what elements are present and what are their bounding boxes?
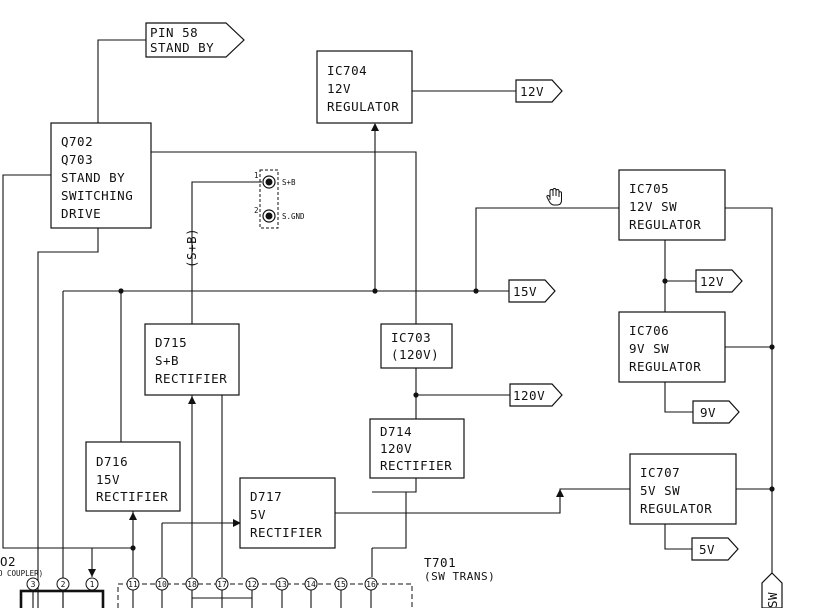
svg-text:2: 2 xyxy=(254,206,259,215)
output-tag-sw: SW xyxy=(761,572,783,608)
svg-text:17: 17 xyxy=(217,580,227,589)
ic706-line-3: REGULATOR xyxy=(629,359,701,374)
svg-text:12: 12 xyxy=(247,580,257,589)
block-d715: D715 S+B RECTIFIER xyxy=(144,323,240,396)
d714-line-2: 120V xyxy=(380,441,412,456)
output-tag-120v: 120V xyxy=(509,383,563,407)
pin58-line-1: PIN 58 xyxy=(150,25,198,40)
q702-line-5: DRIVE xyxy=(61,206,101,221)
svg-text:16: 16 xyxy=(366,580,376,589)
ic707-line-1: IC707 xyxy=(640,465,680,480)
ic703-line-2: (120V) xyxy=(391,347,439,362)
svg-text:1: 1 xyxy=(90,580,95,589)
svg-text:120V: 120V xyxy=(513,388,545,403)
wires xyxy=(2,39,773,608)
svg-text:3: 3 xyxy=(31,580,36,589)
t701-name: T701 xyxy=(424,555,456,570)
ic707-line-2: 5V SW xyxy=(640,483,680,498)
svg-text:S+B: S+B xyxy=(282,178,296,187)
d717-line-3: RECTIFIER xyxy=(250,525,322,540)
svg-text:13: 13 xyxy=(277,580,287,589)
d714-line-1: D714 xyxy=(380,424,412,439)
d717-line-2: 5V xyxy=(250,507,266,522)
coupler-desc: O COUPLER) xyxy=(0,569,43,578)
d715-line-1: D715 xyxy=(155,335,187,350)
connector-sb-sgnd: 1 2 S+B S.GND xyxy=(254,169,305,229)
svg-text:18: 18 xyxy=(187,580,197,589)
q702-line-4: SWITCHING xyxy=(61,188,133,203)
block-ic704: IC704 12V REGULATOR xyxy=(316,50,413,124)
ic704-line-3: REGULATOR xyxy=(327,99,399,114)
d715-line-2: S+B xyxy=(155,353,179,368)
svg-text:2: 2 xyxy=(61,580,66,589)
output-tag-12v-ic705: 12V xyxy=(695,269,743,293)
ic705-line-2: 12V SW xyxy=(629,199,677,214)
d716-line-3: RECTIFIER xyxy=(96,489,168,504)
svg-text:5V: 5V xyxy=(699,542,715,557)
svg-text:SW: SW xyxy=(765,592,780,608)
block-ic707: IC707 5V SW REGULATOR xyxy=(629,453,737,525)
opto-coupler: O2 O COUPLER) 3 2 1 xyxy=(0,554,105,608)
d716-line-2: 15V xyxy=(96,472,120,487)
t701-pins: 11 10 18 17 12 13 14 15 16 xyxy=(126,577,378,591)
t701-desc: (SW TRANS) xyxy=(424,570,495,583)
hand-cursor-icon xyxy=(546,187,562,206)
svg-text:9V: 9V xyxy=(700,405,716,420)
ic705-line-1: IC705 xyxy=(629,181,669,196)
block-ic703: IC703 (120V) xyxy=(380,323,453,369)
pin58-line-2: STAND BY xyxy=(150,40,214,55)
svg-text:15V: 15V xyxy=(513,284,537,299)
transformer-t701: T701 (SW TRANS) 11 10 18 17 12 13 14 15 … xyxy=(117,555,495,608)
svg-text:14: 14 xyxy=(306,580,316,589)
d717-line-1: D717 xyxy=(250,489,282,504)
junction-dots xyxy=(118,278,775,551)
q702-line-2: Q703 xyxy=(61,152,93,167)
output-tag-12v-ic704: 12V xyxy=(515,79,563,103)
tag-pin58-standby: PIN 58 STAND BY xyxy=(145,22,245,58)
svg-text:10: 10 xyxy=(157,580,167,589)
block-d716: D716 15V RECTIFIER xyxy=(85,441,181,512)
ic706-line-1: IC706 xyxy=(629,323,669,338)
ic704-line-2: 12V xyxy=(327,81,351,96)
ic704-line-1: IC704 xyxy=(327,63,367,78)
q702-line-1: Q702 xyxy=(61,134,93,149)
d715-line-3: RECTIFIER xyxy=(155,371,227,386)
ic705-line-3: REGULATOR xyxy=(629,217,701,232)
svg-text:11: 11 xyxy=(128,580,138,589)
d716-line-1: D716 xyxy=(96,454,128,469)
q702-line-3: STAND BY xyxy=(61,170,125,185)
d714-line-3: RECTIFIER xyxy=(380,458,452,473)
sb-line-label: (S+B) xyxy=(184,228,199,268)
svg-text:12V: 12V xyxy=(700,274,724,289)
svg-text:12V: 12V xyxy=(520,84,544,99)
block-ic705: IC705 12V SW REGULATOR xyxy=(618,169,726,241)
svg-text:1: 1 xyxy=(254,171,259,180)
output-tag-5v: 5V xyxy=(691,537,739,561)
output-tag-9v: 9V xyxy=(692,400,740,424)
block-ic706: IC706 9V SW REGULATOR xyxy=(618,311,726,383)
arrowheads xyxy=(88,123,564,577)
coupler-ref: O2 xyxy=(0,554,16,569)
ic706-line-2: 9V SW xyxy=(629,341,669,356)
output-tag-15v: 15V xyxy=(508,279,556,303)
svg-text:15: 15 xyxy=(336,580,346,589)
ic703-line-1: IC703 xyxy=(391,330,431,345)
block-d714: D714 120V RECTIFIER xyxy=(369,418,465,479)
ic707-line-3: REGULATOR xyxy=(640,501,712,516)
svg-text:S.GND: S.GND xyxy=(282,212,305,221)
block-d717: D717 5V RECTIFIER xyxy=(239,477,336,549)
block-q702-q703: Q702 Q703 STAND BY SWITCHING DRIVE xyxy=(50,122,152,229)
